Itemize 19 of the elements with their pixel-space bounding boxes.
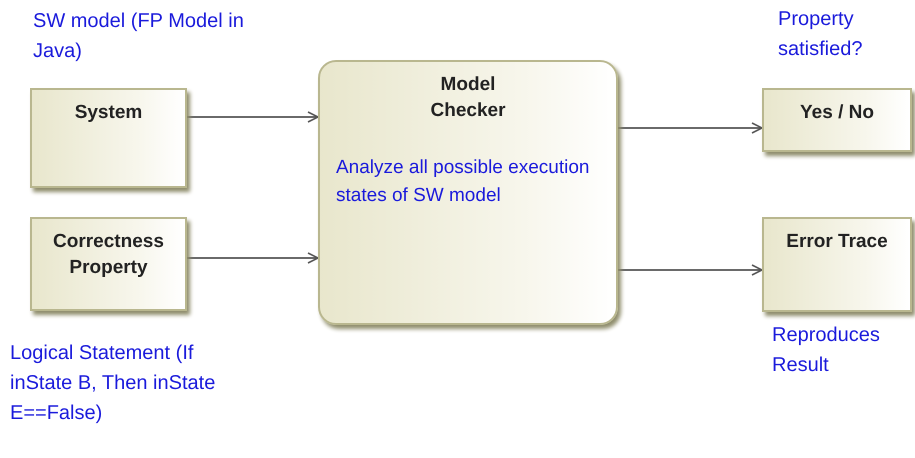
annotation-text: Logical Statement (If inState B, Then inState E==False) — [10, 341, 216, 426]
arrow — [187, 252, 319, 264]
box-title: System — [74, 101, 144, 125]
box-title: Model Checker — [430, 73, 506, 123]
arrow — [187, 111, 319, 123]
annotation-text: SW model (FP Model in Java) — [33, 9, 245, 64]
box-title: Correctness Property — [52, 230, 165, 280]
arrow — [618, 122, 763, 134]
box-description: Analyze all possible execution states of SW model — [336, 156, 590, 208]
box-title: Error Trace — [785, 230, 889, 254]
process-box — [318, 60, 618, 325]
input-box — [762, 217, 912, 312]
input-box — [762, 88, 912, 152]
input-box — [30, 217, 187, 311]
annotation-text: Reproduces Result — [772, 323, 881, 378]
arrow — [618, 264, 763, 276]
input-box — [30, 88, 187, 188]
annotation-text: Property satisfied? — [778, 7, 864, 62]
box-title: Yes / No — [799, 101, 875, 125]
